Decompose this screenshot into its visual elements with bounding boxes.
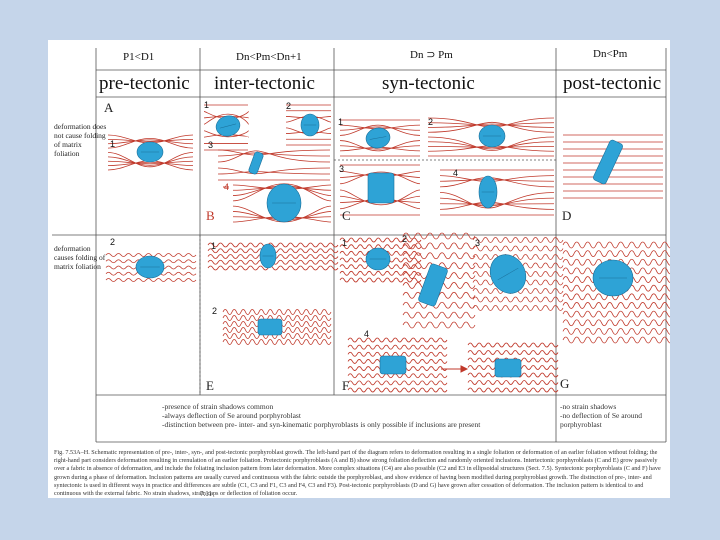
col3-condition: Dn ⊃ Pm [410, 48, 453, 61]
row1-label: deformation does not cause folding of ma… [54, 122, 108, 158]
note-distinction: -distinction between pre- inter- and syn… [162, 420, 480, 429]
note-porphyroblast: porphyroblast [560, 420, 602, 429]
num-f2: 2 [402, 234, 407, 244]
foliation-f4 [348, 345, 447, 349]
foliation-a2 [106, 279, 196, 282]
foliation-c4 [440, 202, 554, 209]
num-f4: 4 [364, 329, 369, 339]
col2-title: inter-tectonic [214, 73, 315, 95]
panel-label-f: F [342, 378, 349, 394]
foliation-g [563, 311, 670, 317]
num-a1: 1 [110, 139, 115, 149]
num-f3: 3 [475, 238, 480, 248]
note-deflection: -always deflection of Se around porphyro… [162, 411, 301, 420]
foliation-f4 [348, 374, 447, 378]
foliation-f3 [473, 306, 563, 311]
num-b1: 1 [204, 100, 209, 110]
porphyroblast-d [592, 139, 623, 185]
foliation-b3 [218, 151, 330, 162]
col3-title: syn-tectonic [382, 73, 475, 95]
foliation-g [563, 251, 670, 257]
num-f1: 1 [342, 238, 347, 248]
foliation-lines [106, 105, 670, 392]
foliation-e2 [223, 340, 331, 345]
foliation-g [563, 328, 670, 334]
num-c1: 1 [338, 117, 343, 127]
foliation-f2 [403, 302, 475, 308]
num-e2: 2 [212, 306, 217, 316]
porphyroblast-f2 [418, 263, 449, 307]
col1-title: pre-tectonic [99, 73, 190, 95]
foliation-f2 [403, 322, 475, 328]
panel-label-a: A [104, 100, 113, 116]
foliation-f5 [468, 343, 558, 347]
foliation-e2 [223, 310, 331, 315]
foliation-f2 [403, 312, 475, 318]
row2-label: deformation causes folding of matrix fol… [54, 244, 108, 271]
porphyroblast-e2 [258, 319, 282, 335]
col4-condition: Dn<Pm [593, 48, 627, 60]
num-c4: 4 [453, 168, 458, 178]
panel-label-d: D [562, 208, 571, 224]
page-mark: 7.11 [200, 490, 212, 498]
foliation-f2 [403, 253, 475, 259]
arrow-f [441, 366, 467, 372]
figure-sheet: P1<D1 Dn<Pm<Dn+1 Dn ⊃ Pm Dn<Pm pre-tecto… [48, 40, 670, 498]
foliation-f5 [468, 351, 558, 355]
foliation-c4 [440, 178, 554, 187]
foliation-g [563, 337, 670, 343]
num-c2: 2 [428, 117, 433, 127]
num-b3: 3 [208, 140, 213, 150]
foliation-e1 [208, 266, 338, 270]
note-no-strain-shadows: -no strain shadows [560, 402, 616, 411]
foliation-f1 [340, 238, 421, 242]
foliation-f3 [473, 297, 563, 302]
porphyroblast-f4 [380, 356, 406, 374]
foliation-g [563, 302, 670, 308]
panel-label-b: B [206, 208, 215, 224]
col1-condition: P1<D1 [123, 51, 154, 63]
col2-condition: Dn<Pm<Dn+1 [236, 51, 302, 63]
num-a2: 2 [110, 237, 115, 247]
foliation-c4 [440, 198, 554, 206]
foliation-f3 [473, 238, 563, 243]
foliation-f4 [348, 388, 447, 392]
foliation-g [563, 242, 670, 248]
foliation-g [563, 320, 670, 326]
figure-caption: Fig. 7.53A–H. Schematic representation o… [54, 449, 668, 498]
panel-label-g: G [560, 376, 569, 392]
panel-label-c: C [342, 208, 351, 224]
foliation-f4 [348, 352, 447, 356]
diagram-artwork [48, 40, 670, 498]
foliation-f4 [348, 381, 447, 385]
porphyroblast-f5 [495, 359, 521, 377]
num-b2: 2 [286, 101, 291, 111]
foliation-f4 [348, 338, 447, 342]
col4-title: post-tectonic [563, 73, 661, 95]
num-b4: 4 [224, 182, 229, 192]
porphyroblast-c3 [368, 173, 394, 203]
foliation-f5 [468, 388, 558, 392]
foliation-f5 [468, 381, 558, 385]
num-e1: 1 [211, 241, 216, 251]
foliation-f2 [403, 233, 475, 239]
note-no-deflection: -no deflection of Se around [560, 411, 642, 420]
num-c3: 3 [339, 164, 344, 174]
foliation-f1 [340, 278, 421, 282]
foliation-f2 [403, 243, 475, 249]
note-strain-shadows: -presence of strain shadows common [162, 402, 273, 411]
foliation-b3 [218, 172, 330, 174]
foliation-f3 [473, 255, 563, 260]
panel-label-e: E [206, 378, 214, 394]
foliation-f3 [473, 246, 563, 251]
